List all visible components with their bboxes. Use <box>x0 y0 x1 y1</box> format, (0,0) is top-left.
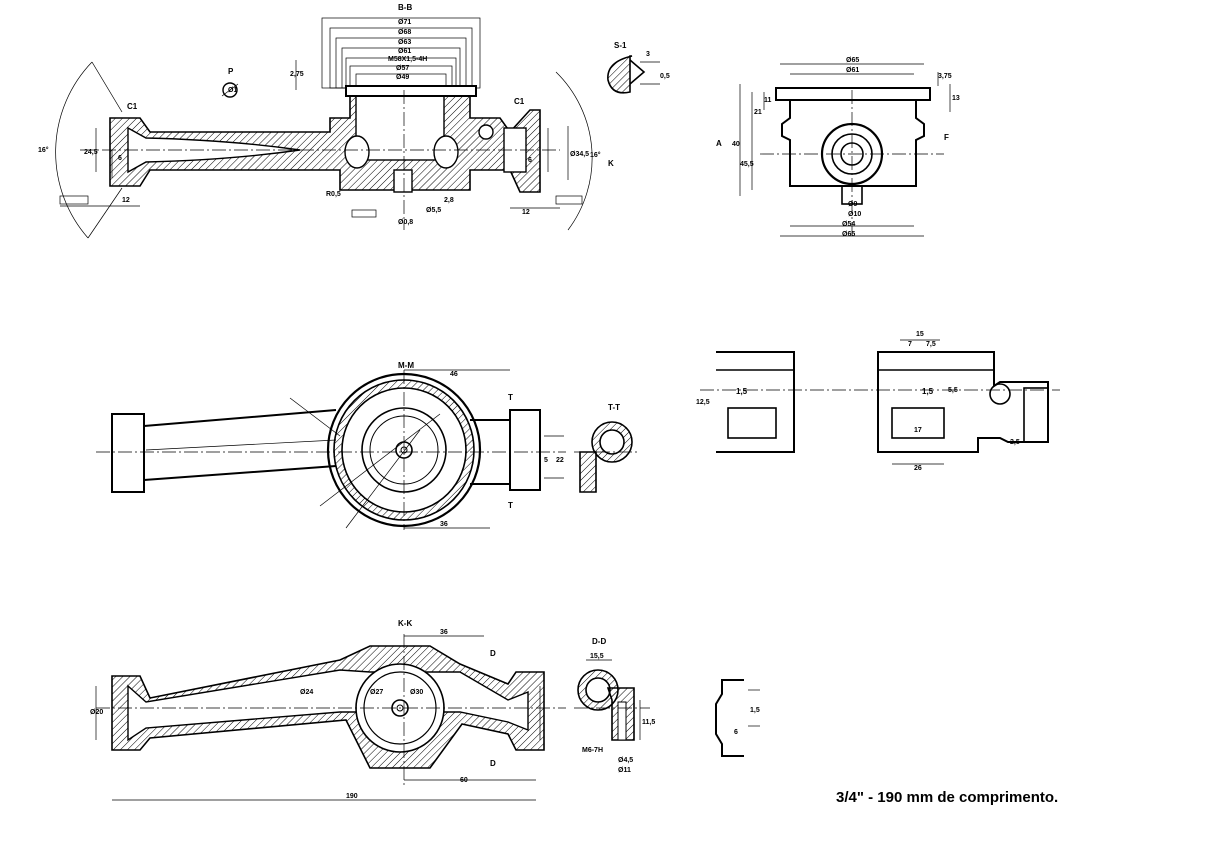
dim-d5-5: Ø5,5 <box>426 207 441 214</box>
label-r-a: A <box>716 139 722 148</box>
dim-d57: Ø57 <box>396 65 409 72</box>
dim-d-m6: M6-7H <box>582 747 603 754</box>
dim-k-190: 190 <box>346 793 358 800</box>
drawing-caption: 3/4" - 190 mm de comprimento. <box>836 789 1059 806</box>
dim-d-15-5: 15,5 <box>590 653 604 660</box>
view-detail-small: 6 1,5 <box>715 679 760 757</box>
view-middle-right: 1,5 1,5 12,5 15 7 7,5 17 26 2,5 5,5 <box>696 331 1060 472</box>
label-k-d-top: D <box>490 649 496 658</box>
dim-small-6: 6 <box>734 729 738 736</box>
dim-r-11: 11 <box>764 97 772 104</box>
label-m-t-top: T <box>508 393 513 402</box>
dim-mr-12-5: 12,5 <box>696 399 710 406</box>
dim-angle-left: 16° <box>38 146 49 154</box>
dim-r-d65: Ø65 <box>842 231 855 238</box>
label-detail-t: T-T <box>608 403 620 412</box>
dim-d34-5: Ø34,5 <box>570 151 589 158</box>
dim-m58: M58X1,5-4H <box>388 56 427 63</box>
dim-2-75: 2,75 <box>290 71 304 78</box>
view-section-b-b: B-B Ø71 Ø68 Ø63 Ø61 M58X1,5-4H Ø57 Ø49 1… <box>38 3 614 239</box>
dim-small-1-5: 1,5 <box>750 707 760 714</box>
view-detail-t: T-T <box>574 403 640 493</box>
dim-6-left: 6 <box>118 155 122 162</box>
dim-s-0-5: 0,5 <box>660 73 670 80</box>
dim-d1: Ø1 <box>228 87 237 94</box>
dim-12-right: 12 <box>522 209 530 216</box>
dim-d71: Ø71 <box>398 19 411 26</box>
view-detail-s: S-1 3 0,5 <box>607 41 670 94</box>
dim-6-right: 6 <box>528 157 532 164</box>
dim-d68: Ø68 <box>398 29 411 36</box>
dim-k-d20: Ø20 <box>90 709 103 716</box>
dim-m-5: 5 <box>544 457 548 464</box>
dim-r-21: 21 <box>754 109 762 116</box>
dim-r-d9: Ø9 <box>848 201 857 208</box>
dim-d61: Ø61 <box>398 48 411 55</box>
dim-mr-2-5: 2,5 <box>1010 439 1020 446</box>
dim-d63: Ø63 <box>398 39 411 46</box>
dim-d-d4-5: Ø4,5 <box>618 757 633 764</box>
dim-d-11-5: 11,5 <box>642 719 655 726</box>
dim-r-d54: Ø54 <box>842 221 855 228</box>
dim-m-46: 46 <box>450 371 458 378</box>
dim-m-22: 22 <box>556 457 564 464</box>
dim-d-d11: Ø11 <box>618 767 631 774</box>
dim-k-36: 36 <box>440 629 448 636</box>
label-detail-d: D-D <box>592 637 606 646</box>
label-r-f: F <box>944 133 949 142</box>
dim-s-3: 3 <box>646 51 650 58</box>
dim-k-d30: Ø30 <box>410 689 423 696</box>
view-right-side: Ø65 Ø61 3,75 13 21 11 40 45,5 Ø9 Ø10 Ø54… <box>716 57 960 238</box>
dim-mr-15: 15 <box>916 331 924 338</box>
dim-angle-right: 16° <box>590 151 601 159</box>
dim-r-d61: Ø61 <box>846 67 859 74</box>
view-detail-d: D-D 15,5 11,5 M6-7H Ø4,5 Ø11 <box>574 637 655 774</box>
view-section-k-k: K-K 36 60 190 D D Ø30 Ø27 Ø24 Ø20 <box>90 619 566 801</box>
label-section-k-k: K-K <box>398 619 412 628</box>
label-detail-s: S-1 <box>614 41 627 50</box>
label-section-b-b: B-B <box>398 3 412 12</box>
dim-mr-26: 26 <box>914 465 922 472</box>
dim-d49: Ø49 <box>396 74 409 81</box>
dim-k-d24: Ø24 <box>300 689 313 696</box>
dim-mr-5-5: 5,5 <box>948 387 958 394</box>
dim-12-left: 12 <box>122 197 130 204</box>
dim-r-d65-top: Ø65 <box>846 57 859 64</box>
dim-c1-left: C1 <box>127 102 138 111</box>
dim-m-36: 36 <box>440 521 448 528</box>
dim-r-d10: Ø10 <box>848 211 861 218</box>
label-p: P <box>228 67 234 76</box>
dim-24-5: 24,5 <box>84 149 98 156</box>
dim-k-d27: Ø27 <box>370 689 383 696</box>
dim-mr-1-5-left: 1,5 <box>736 387 748 396</box>
label-k-d-bottom: D <box>490 759 496 768</box>
dim-mr-7-5: 7,5 <box>926 341 936 348</box>
label-k: K <box>608 159 614 168</box>
dim-r-3-75: 3,75 <box>938 73 952 80</box>
dim-r-40: 40 <box>732 141 740 148</box>
dim-r-45-5: 45,5 <box>740 161 754 168</box>
dim-mr-17: 17 <box>914 427 922 434</box>
view-plan-m-m: M-M 46 36 T T 5 22 <box>96 361 566 530</box>
dim-k-60: 60 <box>460 777 468 784</box>
dim-r0-5: R0,5 <box>326 191 341 198</box>
dim-r-13: 13 <box>952 95 960 102</box>
dim-mr-1-5-right: 1,5 <box>922 387 934 396</box>
dim-c1-right: C1 <box>514 97 525 106</box>
dim-d0-8: Ø0,8 <box>398 219 413 226</box>
dim-2-8: 2,8 <box>444 197 454 204</box>
label-plan-m-m: M-M <box>398 361 414 370</box>
dim-mr-7: 7 <box>908 341 912 348</box>
label-m-t-bottom: T <box>508 501 513 510</box>
